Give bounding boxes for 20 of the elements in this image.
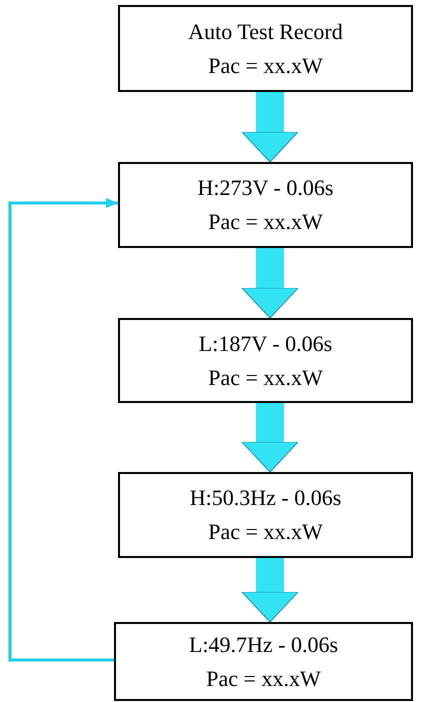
step-title: L:187V - 0.06s — [198, 330, 332, 358]
step-title: L:49.7Hz - 0.06s — [188, 630, 338, 658]
power-reading: Pac = xx.xW — [208, 364, 323, 392]
step-title: H:273V - 0.06s — [198, 174, 334, 202]
arrow — [242, 92, 298, 162]
process-box — [118, 162, 413, 248]
arrow — [242, 248, 298, 318]
arrow — [242, 558, 298, 622]
process-box — [118, 318, 413, 403]
step-title: H:50.3Hz - 0.06s — [190, 484, 342, 512]
power-reading: Pac = xx.xW — [208, 52, 323, 80]
power-reading: Pac = xx.xW — [206, 664, 321, 692]
arrow — [8, 198, 118, 662]
arrow — [242, 403, 298, 472]
power-reading: Pac = xx.xW — [208, 208, 323, 236]
process-box — [118, 472, 413, 558]
step-title: Auto Test Record — [188, 18, 343, 46]
power-reading: Pac = xx.xW — [208, 518, 323, 546]
process-box — [114, 622, 413, 701]
process-box — [118, 5, 413, 92]
